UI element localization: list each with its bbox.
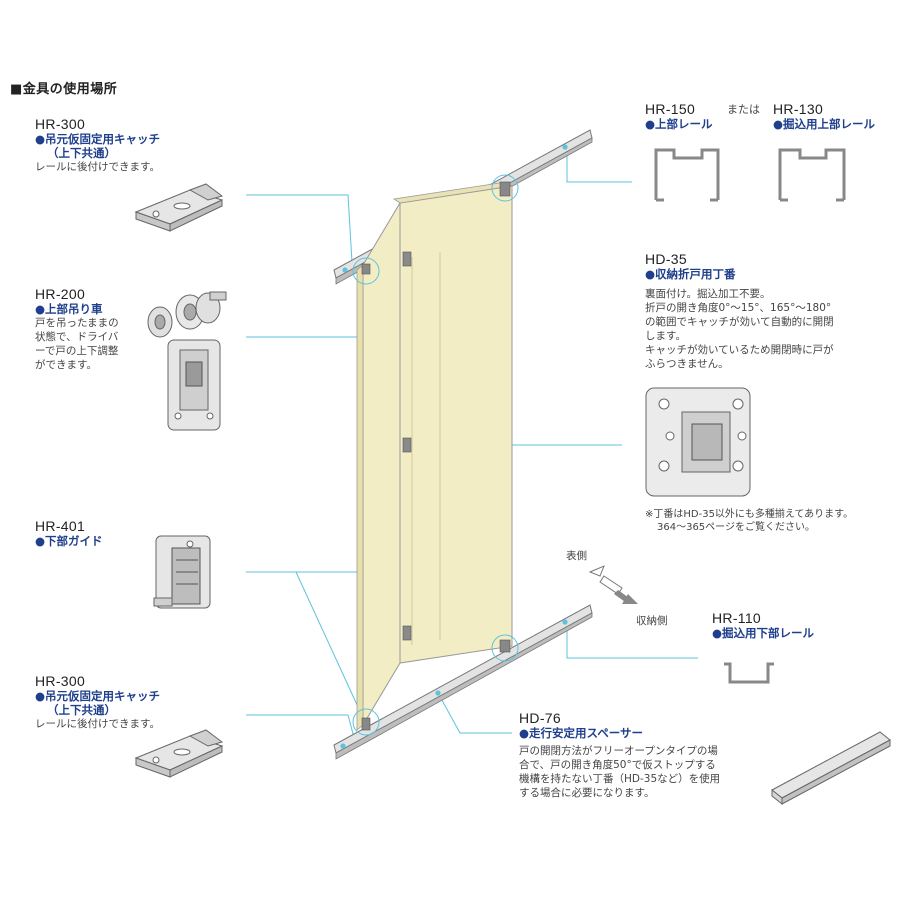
page-heading: ■金具の使用場所 xyxy=(10,82,118,97)
hr300-top-name2: （上下共通） xyxy=(47,146,116,160)
hr300-top-illustration xyxy=(134,183,224,232)
hr150-profile xyxy=(654,148,720,202)
folding-door xyxy=(352,174,519,736)
hr110-code: HR-110 xyxy=(712,610,762,626)
hd35-illustration xyxy=(645,387,751,497)
hd35-desc-3: の範囲でキャッチが効いて自動的に開閉 xyxy=(645,316,834,328)
hd35-note-2: 364～365ページをご覧ください。 xyxy=(657,522,815,533)
hd76-desc-3: 機構を持たない丁番（HD-35など）を使用 xyxy=(519,773,721,785)
hr300-top-name: ●吊元仮固定用キャッチ xyxy=(35,132,161,146)
hr200-code: HR-200 xyxy=(35,286,86,302)
hd35-desc-6: ふらつきません。 xyxy=(645,358,729,370)
leader-hr300-bottom xyxy=(246,714,357,746)
hr200-label: HR-200 ●上部吊り車 戸を吊ったままの 状態で、ドライバ ーで戸の上下調整… xyxy=(35,286,119,372)
direction-arrow xyxy=(588,565,638,604)
hr200-desc-3: ーで戸の上下調整 xyxy=(35,345,119,357)
direction-front-label: 表側 xyxy=(566,550,587,562)
hr300-top-label: HR-300 ●吊元仮固定用キャッチ （上下共通） レールに後付けできます。 xyxy=(35,116,160,174)
hr300-top-desc: レールに後付けできます。 xyxy=(35,161,160,173)
hr200-desc-2: 状態で、ドライバ xyxy=(35,331,119,343)
hr401-name: ●下部ガイド xyxy=(35,534,103,548)
hr130-name: ●掘込用上部レール xyxy=(773,117,876,131)
leader-hr300-top xyxy=(246,194,353,263)
hd76-name: ●走行安定用スペーサー xyxy=(519,726,643,740)
hd76-desc-1: 戸の開閉方法がフリーオープンタイプの場 xyxy=(519,745,718,757)
leader-hr401-a xyxy=(246,571,365,721)
hr300-top-code: HR-300 xyxy=(35,116,86,132)
hd76-desc-4: する場合に必要になります。 xyxy=(519,787,655,799)
hr300-bottom-name2: （上下共通） xyxy=(47,703,116,717)
hd76-code: HD-76 xyxy=(519,710,561,726)
hr200-illustration xyxy=(147,291,227,431)
door-panel-left xyxy=(362,201,401,727)
hd35-desc-1: 裏面付け。掘込加工不要。 xyxy=(645,288,771,300)
hr401-code: HR-401 xyxy=(35,518,86,534)
hd35-note-1: ※丁番はHD-35以外にも多種揃えてあります。 xyxy=(645,509,854,520)
hd35-note: ※丁番はHD-35以外にも多種揃えてあります。 364～365ページをご覧くださ… xyxy=(645,508,853,534)
hr401-label: HR-401 ●下部ガイド xyxy=(35,518,103,548)
hr300-bottom-name: ●吊元仮固定用キャッチ xyxy=(35,689,161,703)
hr300-bottom-label: HR-300 ●吊元仮固定用キャッチ （上下共通） レールに後付けできます。 xyxy=(35,673,160,731)
hr401-illustration xyxy=(153,535,211,609)
hr300-bottom-desc: レールに後付けできます。 xyxy=(35,718,160,730)
hr300-bottom-illustration xyxy=(134,729,224,778)
hd76-label: HD-76 ●走行安定用スペーサー 戸の開閉方法がフリーオープンタイプの場 合で… xyxy=(519,710,720,800)
hd35-name: ●収納折戸用丁番 xyxy=(645,267,736,281)
hd35-label: HD-35 ●収納折戸用丁番 裏面付け。掘込加工不要。 折戸の開き角度0°～15… xyxy=(645,251,834,371)
hd76-illustration xyxy=(771,731,891,806)
leader-hr150 xyxy=(566,148,632,183)
hd35-desc-4: します。 xyxy=(645,330,686,342)
hr130-label: HR-130 ●掘込用上部レール xyxy=(773,101,875,131)
hr150-name: ●上部レール xyxy=(645,117,713,131)
hr130-profile xyxy=(778,148,846,202)
hr200-name: ●上部吊り車 xyxy=(35,302,103,316)
hr110-name: ●掘込用下部レール xyxy=(712,626,815,640)
hr300-bottom-code: HR-300 xyxy=(35,673,86,689)
direction-storage-label: 収納側 xyxy=(636,615,668,627)
leader-hd76 xyxy=(437,692,512,734)
or-text: または xyxy=(727,103,760,116)
door-panel-right xyxy=(399,185,513,664)
hr150-label: HR-150 ●上部レール xyxy=(645,101,713,131)
leader-hr110 xyxy=(566,622,698,659)
hr130-code: HR-130 xyxy=(773,101,824,117)
hr110-label: HR-110 ●掘込用下部レール xyxy=(712,610,814,640)
hd35-code: HD-35 xyxy=(645,251,687,267)
hr200-desc-4: ができます。 xyxy=(35,359,97,371)
hd35-desc-2: 折戸の開き角度0°～15°、165°～180° xyxy=(645,302,832,314)
hr150-code: HR-150 xyxy=(645,101,696,117)
hd76-desc-2: 合で、戸の開き角度50°で仮ストップする xyxy=(519,759,716,771)
hd35-desc-5: キャッチが効いているため開閉時に戸が xyxy=(645,344,834,356)
hr110-profile xyxy=(724,662,774,684)
hr200-desc-1: 戸を吊ったままの xyxy=(35,317,119,329)
